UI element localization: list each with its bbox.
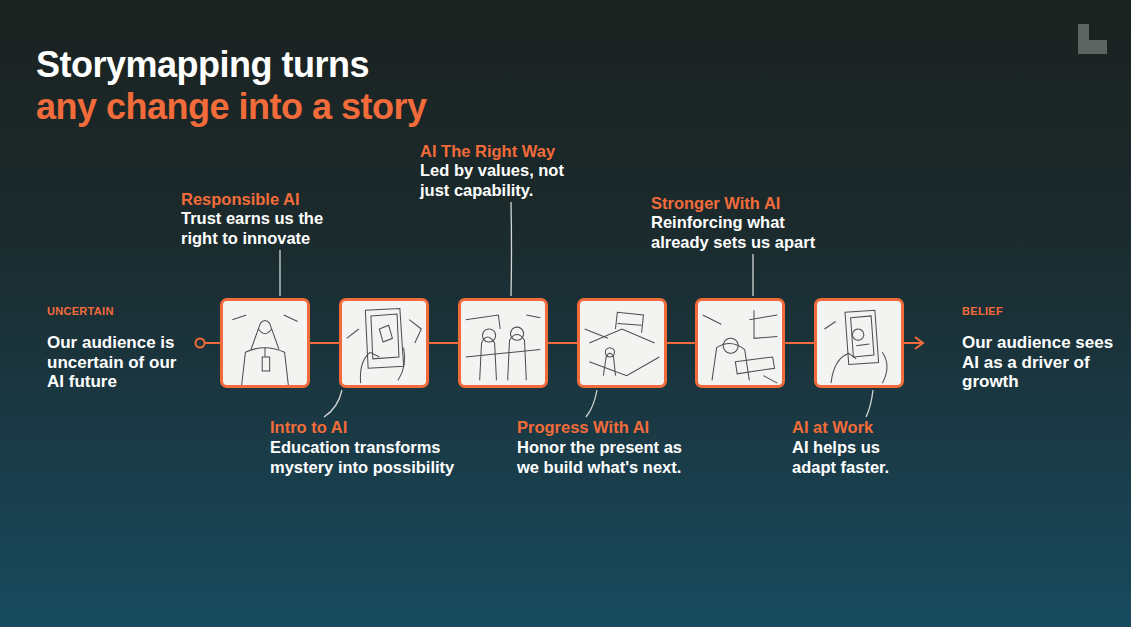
frame-caption: Responsible AITrust earns us the right t… — [181, 190, 349, 249]
sketch-stroke — [763, 376, 777, 383]
leader-line — [324, 390, 342, 417]
leader-line — [279, 250, 280, 296]
frame-body: Led by values, not just capability. — [420, 161, 585, 201]
sketch-stroke — [585, 329, 608, 338]
frame-body: AI helps us adapt faster. — [792, 438, 910, 478]
frame-heading: Responsible AI — [181, 190, 349, 210]
timeline-connector — [310, 343, 339, 344]
sketch-stroke — [735, 357, 774, 374]
frame-caption: Intro to AIEducation transforms mystery … — [270, 418, 480, 477]
sketch-stroke — [398, 348, 405, 381]
sketch-stroke — [851, 316, 874, 357]
sketch-stroke — [466, 350, 541, 357]
sketch-stroke — [589, 357, 659, 376]
connector-line — [429, 342, 458, 344]
leader-line — [752, 254, 753, 296]
sketch-stroke — [371, 314, 399, 359]
sketch-stroke — [483, 329, 496, 342]
sketch-stroke — [511, 327, 524, 340]
sketch-illustration — [817, 301, 901, 385]
frame-body: Honor the present as we build what's nex… — [517, 438, 707, 478]
story-frame: Stronger With AIReinforcing what already… — [695, 298, 785, 388]
sketch-stroke — [754, 310, 777, 338]
connector-line — [310, 342, 339, 344]
sketch-stroke — [347, 329, 359, 338]
start-dot — [196, 339, 205, 348]
frame-heading: Stronger With AI — [651, 194, 841, 214]
sketch-stroke — [605, 348, 614, 357]
sketch-stroke — [617, 323, 641, 325]
state-description: Our audience sees AI as a driver of grow… — [962, 333, 1122, 392]
timeline-arrowhead — [915, 337, 923, 349]
story-frame: AI at WorkAI helps us adapt faster. — [814, 298, 904, 388]
connector-line — [785, 342, 814, 344]
sketch-stroke — [853, 329, 864, 340]
sketch-stroke — [242, 348, 289, 385]
sketch-stroke — [845, 310, 879, 364]
frame-body: Reinforcing what already sets us apart — [651, 213, 841, 253]
sketch-illustration — [342, 301, 426, 385]
logo-mark — [1078, 24, 1107, 54]
timeline-end — [904, 342, 922, 344]
sketch-stroke — [264, 348, 265, 357]
sketch-stroke — [251, 321, 279, 350]
leader-line — [586, 390, 597, 417]
frame-heading: Progress With AI — [517, 418, 707, 438]
sketch-stroke — [508, 335, 527, 381]
sketch-stroke — [856, 344, 869, 346]
slide-title: Storymapping turns any change into a sto… — [36, 44, 428, 128]
state-label: BELIEF — [962, 305, 1112, 317]
sketch-stroke — [262, 357, 269, 371]
sketch-stroke — [360, 352, 379, 383]
sketch-stroke — [831, 353, 856, 383]
connector-line — [667, 342, 695, 344]
sketch-stroke — [480, 337, 497, 380]
sketch-stroke — [409, 320, 421, 343]
sketch-stroke — [365, 308, 403, 368]
sketch-stroke — [723, 338, 738, 353]
sketch-stroke — [466, 315, 501, 329]
sketch-illustration — [461, 301, 545, 385]
sketch-stroke — [526, 315, 540, 318]
leader-line — [866, 390, 873, 417]
frame-caption: Progress With AIHonor the present as we … — [517, 418, 707, 477]
state-label: UNCERTAIN — [47, 305, 197, 317]
sketch-stroke — [232, 315, 246, 320]
sketch-stroke — [824, 322, 835, 329]
timeline-start — [205, 342, 220, 344]
sketch-stroke — [589, 329, 654, 343]
timeline-connector — [429, 343, 458, 344]
timeline-connector — [785, 343, 814, 344]
frame-heading: AI The Right Way — [420, 142, 585, 162]
frame-caption: Stronger With AIReinforcing what already… — [651, 194, 841, 253]
sketch-stroke — [703, 315, 722, 324]
sketch-illustration — [580, 301, 664, 385]
story-frame: AI The Right WayLed by values, not just … — [458, 298, 548, 388]
sketch-stroke — [882, 352, 887, 383]
story-frame: Progress With AIHonor the present as we … — [577, 298, 667, 388]
timeline-connector — [667, 343, 695, 344]
sketch-stroke — [284, 315, 298, 322]
frame-body: Education transforms mystery into possib… — [270, 438, 480, 478]
sketch-stroke — [258, 329, 271, 334]
sketch-stroke — [379, 325, 392, 342]
connector-line — [548, 342, 577, 344]
frame-heading: Intro to AI — [270, 418, 480, 438]
sketch-stroke — [615, 312, 643, 333]
sketch-illustration — [698, 301, 782, 385]
story-frame: Responsible AITrust earns us the right t… — [220, 298, 310, 388]
frame-caption: AI at WorkAI helps us adapt faster. — [792, 418, 910, 477]
frame-body: Trust earns us the right to innovate — [181, 209, 349, 249]
timeline-connector — [548, 343, 577, 344]
state-description: Our audience is uncertain of our AI futu… — [47, 333, 192, 392]
leader-line — [510, 202, 512, 296]
frame-caption: AI The Right WayLed by values, not just … — [420, 142, 585, 201]
frame-heading: AI at Work — [792, 418, 910, 438]
story-frame: Intro to AIEducation transforms mystery … — [339, 298, 429, 388]
sketch-illustration — [223, 301, 307, 385]
sketch-stroke — [712, 343, 749, 380]
